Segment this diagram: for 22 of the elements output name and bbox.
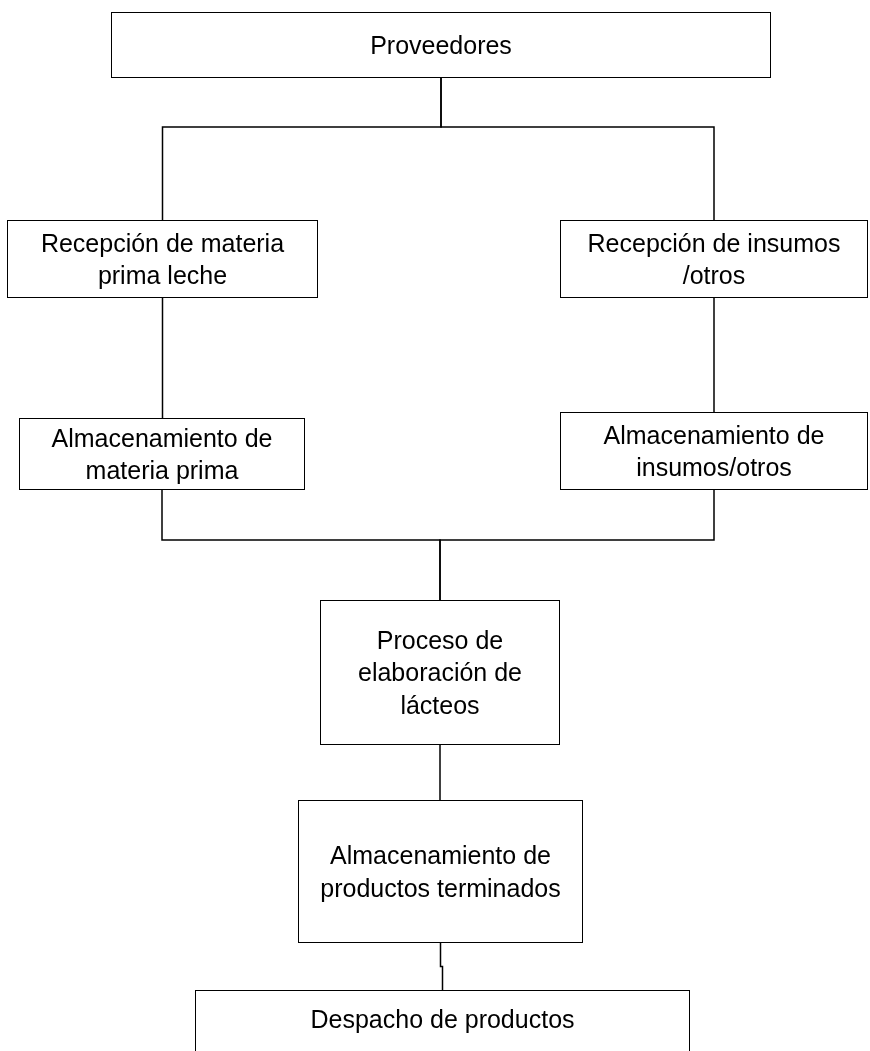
box-label: Recepción de insumos /otros [586,227,842,291]
box-label: Almacenamiento de materia prima [50,422,274,486]
process-box [560,220,868,298]
connector-line [440,77,715,221]
box-label: Despacho de productos [310,1004,575,1035]
connector-line [439,489,715,601]
process-box [7,220,318,298]
process-box [560,412,868,490]
connector-line [439,942,444,991]
connector-line [713,297,715,413]
process-box [320,600,560,745]
connector-line [161,297,164,419]
process-box [298,800,583,943]
process-box [19,418,305,490]
process-box [111,12,771,78]
box-label: Recepción de materia prima leche [39,227,286,291]
box-label: Almacenamiento de productos terminados [319,840,562,904]
process-box [195,990,690,1051]
box-label: Proveedores [370,29,512,61]
box-label: Almacenamiento de insumos/otros [602,419,826,483]
connector-line [439,744,441,801]
box-label: Proceso de elaboración de lácteos [357,624,523,721]
